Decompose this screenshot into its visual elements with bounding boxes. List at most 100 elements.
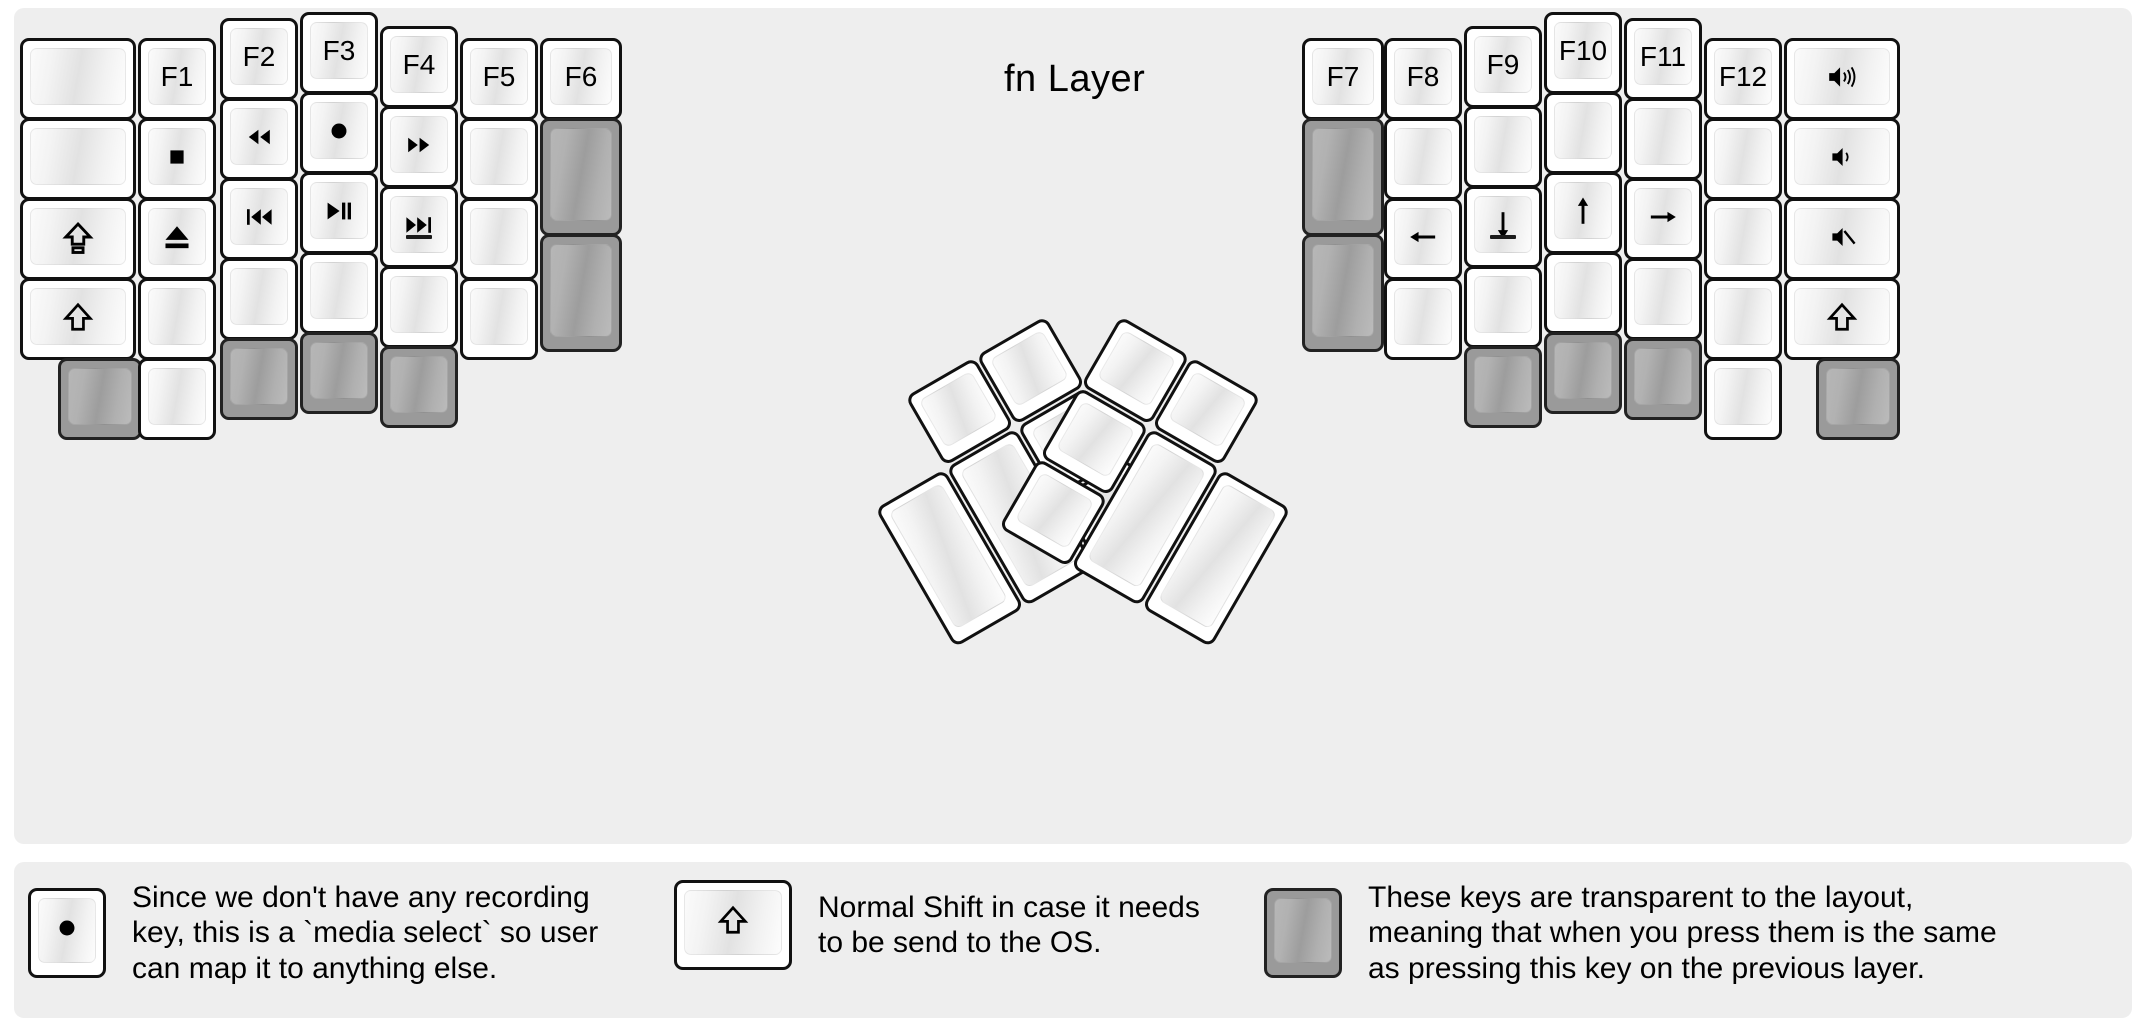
key-cap [470, 288, 528, 345]
key-pinky-outer-2-caps-lock[interactable] [20, 198, 136, 280]
key-index-inner-f8-3[interactable] [1384, 278, 1462, 360]
key-cap [918, 370, 999, 449]
key-cap [1826, 368, 1890, 425]
arrow-down-icon [1487, 206, 1519, 244]
arrow-right-icon [1644, 201, 1682, 233]
key-index-f9-2-arrow-down[interactable] [1464, 186, 1542, 268]
key-index-inner-f5-2[interactable] [460, 198, 538, 280]
key-pinky-inner-f12-3[interactable] [1704, 278, 1782, 360]
key-middle-f10-4[interactable] [1544, 332, 1622, 414]
key-index-extra-f6-1[interactable] [540, 118, 622, 236]
key-pinky-outer-media-0-volume-up[interactable] [1784, 38, 1900, 120]
legend-key-2 [1264, 888, 1342, 979]
key-pinky-outer-0[interactable] [20, 38, 136, 120]
key-cap [68, 368, 132, 425]
key-ring-f2-2-prev-track[interactable] [220, 178, 298, 260]
legend-text-2: These keys are transparent to the layout… [1368, 881, 1997, 985]
key-pinky-inner-f12-2[interactable] [1704, 198, 1782, 280]
key-cap [1394, 288, 1452, 345]
key-index-f9-1[interactable] [1464, 106, 1542, 188]
key-cap [1634, 348, 1692, 405]
key-pinky-inner-0-f1[interactable]: F1 [138, 38, 216, 120]
key-pinky-outer-4[interactable] [58, 358, 142, 440]
key-index-extra-f6-2[interactable] [540, 234, 622, 352]
key-cap [230, 108, 288, 165]
key-cap [1794, 48, 1890, 105]
key-ring-f2-4[interactable] [220, 338, 298, 420]
key-cap [148, 288, 206, 345]
key-cap [1794, 288, 1890, 345]
key-middle-f3-3[interactable] [300, 252, 378, 334]
key-cap [1474, 356, 1532, 413]
rewind-icon [239, 122, 279, 152]
key-index-f9-0-f9[interactable]: F9 [1464, 26, 1542, 108]
key-index-inner-f8-0-f8[interactable]: F8 [1384, 38, 1462, 120]
caps-lock-icon [60, 217, 96, 257]
key-index-f4-2-next-track[interactable] [380, 186, 458, 268]
key-cap [1312, 48, 1374, 105]
key-middle-f10-2-arrow-up[interactable] [1544, 172, 1622, 254]
key-pinky-inner-1-stop[interactable] [138, 118, 216, 200]
key-cap [30, 128, 126, 185]
key-cap [1554, 102, 1612, 159]
key-cap [1474, 36, 1532, 93]
key-pinky-outer-media-4[interactable] [1816, 358, 1900, 440]
record-icon [50, 911, 84, 950]
key-ring-f11-0-f11[interactable]: F11 [1624, 18, 1702, 100]
key-index-f4-3[interactable] [380, 266, 458, 348]
key-index-inner-f5-3[interactable] [460, 278, 538, 360]
key-ring-f2-0-f2[interactable]: F2 [220, 18, 298, 100]
key-index-inner-f5-0-f5[interactable]: F5 [460, 38, 538, 120]
key-middle-f3-0-f3[interactable]: F3 [300, 12, 378, 94]
key-pinky-inner-f12-4[interactable] [1704, 358, 1782, 440]
key-index-extra-f7-2[interactable] [1302, 234, 1384, 352]
key-index-f4-0-f4[interactable]: F4 [380, 26, 458, 108]
key-cap [390, 36, 448, 93]
key-cap [30, 208, 126, 265]
key-ring-f11-3[interactable] [1624, 258, 1702, 340]
key-index-inner-f8-1[interactable] [1384, 118, 1462, 200]
key-index-f9-4[interactable] [1464, 346, 1542, 428]
key-pinky-inner-3[interactable] [138, 278, 216, 360]
key-ring-f2-3[interactable] [220, 258, 298, 340]
shift-icon [716, 903, 750, 942]
key-pinky-outer-3-shift[interactable] [20, 278, 136, 360]
key-cap [1096, 329, 1177, 408]
key-index-f4-1-fast-forward[interactable] [380, 106, 458, 188]
key-pinky-outer-1[interactable] [20, 118, 136, 200]
key-middle-f3-4[interactable] [300, 332, 378, 414]
key-cap [1055, 400, 1136, 479]
key-index-inner-f8-2-arrow-left[interactable] [1384, 198, 1462, 280]
key-index-extra-f7-1[interactable] [1302, 118, 1384, 236]
homing-bar [1490, 235, 1516, 239]
key-ring-f11-4[interactable] [1624, 338, 1702, 420]
key-index-f4-4[interactable] [380, 346, 458, 428]
key-pinky-inner-f12-1[interactable] [1704, 118, 1782, 200]
key-index-inner-f5-1[interactable] [460, 118, 538, 200]
key-ring-f11-2-arrow-right[interactable] [1624, 178, 1702, 260]
key-ring-f2-1-rewind[interactable] [220, 98, 298, 180]
key-middle-f10-1[interactable] [1544, 92, 1622, 174]
key-pinky-inner-f12-0-f12[interactable]: F12 [1704, 38, 1782, 120]
key-cap [470, 128, 528, 185]
key-middle-f10-3[interactable] [1544, 252, 1622, 334]
key-index-extra-f6-0-f6[interactable]: F6 [540, 38, 622, 120]
key-middle-f10-0-f10[interactable]: F10 [1544, 12, 1622, 94]
legend-text-1: Normal Shift in case it needs to be send… [818, 890, 1200, 959]
key-pinky-outer-media-1-volume-down[interactable] [1784, 118, 1900, 200]
key-ring-f11-1[interactable] [1624, 98, 1702, 180]
key-middle-f3-2-play-pause[interactable] [300, 172, 378, 254]
key-pinky-inner-4[interactable] [138, 358, 216, 440]
key-cap [230, 28, 288, 85]
legend-item-2: These keys are transparent to the layout… [1264, 880, 1997, 986]
key-index-f9-3[interactable] [1464, 266, 1542, 348]
prev-track-icon [238, 202, 280, 232]
key-pinky-outer-media-2-mute[interactable] [1784, 198, 1900, 280]
key-cap [1714, 48, 1772, 105]
key-pinky-inner-2-eject[interactable] [138, 198, 216, 280]
key-pinky-outer-media-3-shift[interactable] [1784, 278, 1900, 360]
key-cap [1714, 368, 1772, 425]
key-middle-f3-1-record[interactable] [300, 92, 378, 174]
key-index-extra-f7-0-f7[interactable]: F7 [1302, 38, 1384, 120]
key-cap [1167, 370, 1248, 449]
